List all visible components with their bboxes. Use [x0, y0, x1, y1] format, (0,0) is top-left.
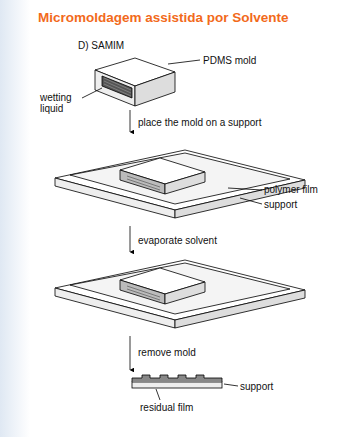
- step-label: remove mold: [138, 347, 196, 358]
- part-label: polymer film: [264, 184, 318, 195]
- part-label: support: [240, 381, 273, 392]
- part-label: residual film: [140, 402, 193, 413]
- part-label: support: [264, 199, 297, 210]
- figure-label: D) SAMIM: [78, 40, 124, 51]
- part-label: PDMS mold: [203, 55, 256, 66]
- part-label: wetting liquid: [40, 92, 82, 114]
- step-label: evaporate solvent: [138, 235, 217, 246]
- slide-title: Micromoldagem assistida por Solvente: [38, 10, 289, 26]
- step-label: place the mold on a support: [138, 117, 261, 128]
